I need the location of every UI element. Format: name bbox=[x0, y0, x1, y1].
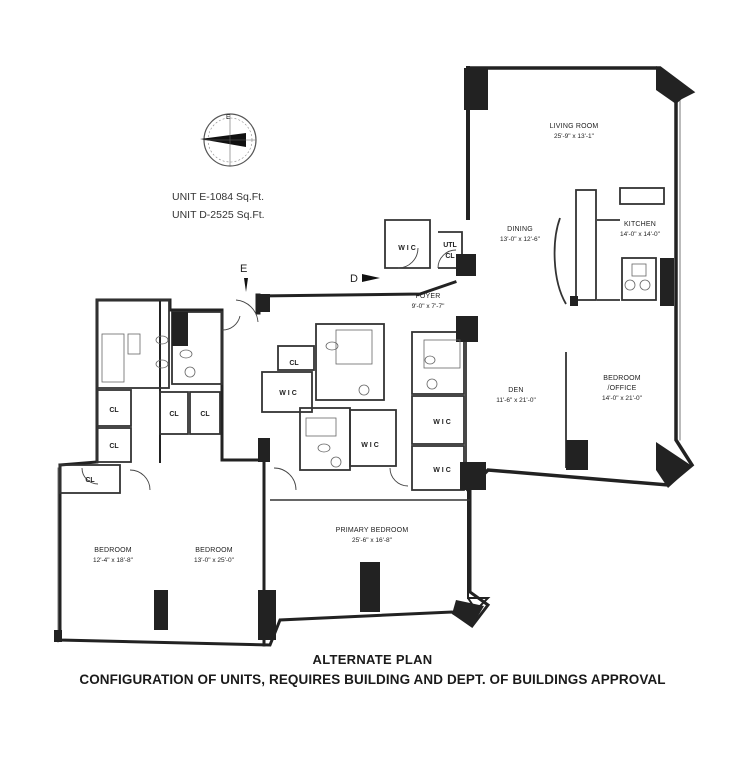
cl-label: CL bbox=[200, 411, 210, 418]
plan-title: ALTERNATE PLAN bbox=[312, 652, 433, 667]
structural-columns bbox=[54, 66, 692, 642]
room-size: 11'-6" x 21'-0" bbox=[496, 397, 536, 404]
room-bedroom-1: BEDROOM 12'-4" x 18'-8" bbox=[93, 547, 134, 564]
wic-label: W I C bbox=[279, 390, 297, 397]
entry-marker-e: E bbox=[240, 263, 248, 292]
room-size: 25'-6" x 16'-8" bbox=[352, 537, 393, 544]
utl-label: UTL bbox=[443, 242, 457, 249]
cl-label: CL bbox=[445, 253, 455, 260]
room-primary-bedroom: PRIMARY BEDROOM 25'-6" x 16'-8" bbox=[336, 527, 409, 544]
room-foyer: FOYER 9'-0" x 7'-7" bbox=[412, 293, 445, 310]
room-size: 25'-9" x 13'-1" bbox=[554, 133, 595, 140]
room-dining: DINING 13'-0" x 12'-6" bbox=[500, 226, 541, 243]
wic-label: W I C bbox=[361, 442, 379, 449]
room-name-line2: /OFFICE bbox=[607, 385, 636, 392]
svg-text:D: D bbox=[350, 273, 358, 285]
room-name: BEDROOM bbox=[603, 375, 641, 382]
bath-fixtures bbox=[101, 263, 651, 468]
room-size: 12'-4" x 18'-8" bbox=[93, 557, 134, 564]
closet-labels: W I C UTL CL CL W I C W I C W I C W I C … bbox=[85, 242, 457, 484]
cl-label: CL bbox=[289, 360, 299, 367]
room-name: KITCHEN bbox=[624, 221, 656, 228]
room-name: PRIMARY BEDROOM bbox=[336, 527, 409, 534]
wic-label: W I C bbox=[433, 467, 451, 474]
wic-label: W I C bbox=[398, 245, 416, 252]
unit-d-area: UNIT D-2525 Sq.Ft. bbox=[172, 209, 265, 221]
room-name: BEDROOM bbox=[195, 547, 233, 554]
compass-icon: E bbox=[200, 113, 257, 167]
room-size: 14'-0" x 14'-0" bbox=[620, 231, 661, 238]
room-den: DEN 11'-6" x 21'-0" bbox=[496, 387, 536, 404]
room-name: DEN bbox=[508, 387, 523, 394]
cl-label: CL bbox=[85, 477, 95, 484]
room-size: 14'-0" x 21'-0" bbox=[602, 395, 643, 402]
room-bedroom-2: BEDROOM 13'-0" x 25'-0" bbox=[194, 547, 235, 564]
cl-label: CL bbox=[109, 407, 119, 414]
room-name: FOYER bbox=[415, 293, 440, 300]
door-swings bbox=[81, 247, 457, 491]
room-living-room: LIVING ROOM 25'-9" x 13'-1" bbox=[550, 123, 599, 140]
room-size: 13'-0" x 12'-6" bbox=[500, 236, 541, 243]
cl-label: CL bbox=[109, 443, 119, 450]
room-name: BEDROOM bbox=[94, 547, 132, 554]
room-name: LIVING ROOM bbox=[550, 123, 599, 130]
entry-marker-d: D bbox=[350, 273, 380, 285]
compass-label: E bbox=[226, 114, 231, 121]
interior-walls bbox=[59, 187, 665, 501]
outer-walls bbox=[57, 66, 696, 647]
cl-label: CL bbox=[169, 411, 179, 418]
svg-text:E: E bbox=[240, 263, 247, 275]
plan-subtitle: CONFIGURATION OF UNITS, REQUIRES BUILDIN… bbox=[79, 672, 666, 687]
unit-e-area: UNIT E-1084 Sq.Ft. bbox=[172, 191, 264, 203]
room-name: DINING bbox=[507, 226, 533, 233]
room-bedroom-office: BEDROOM /OFFICE 14'-0" x 21'-0" bbox=[602, 375, 643, 402]
room-size: 9'-0" x 7'-7" bbox=[412, 303, 445, 310]
wic-label: W I C bbox=[433, 419, 451, 426]
room-kitchen: KITCHEN 14'-0" x 14'-0" bbox=[620, 221, 661, 238]
room-size: 13'-0" x 25'-0" bbox=[194, 557, 235, 564]
